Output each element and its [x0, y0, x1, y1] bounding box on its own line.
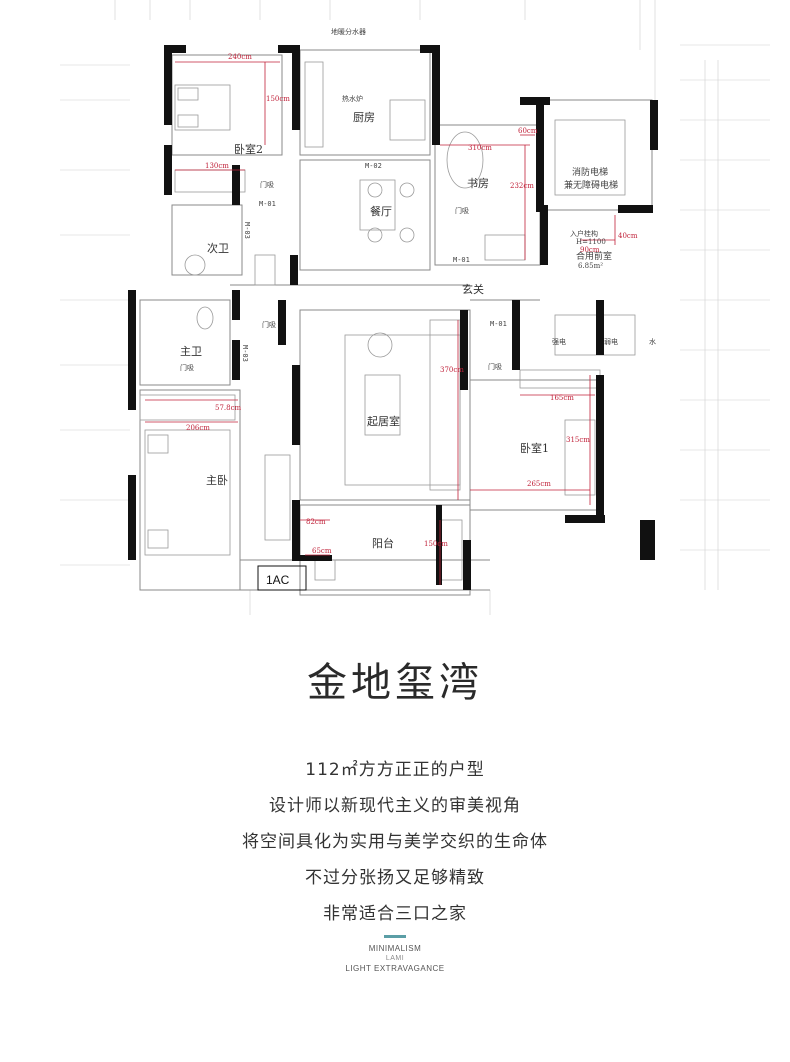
label-floor-heating: 地暖分水器 [331, 27, 366, 36]
label-entry-shaft-2: H=1100 [576, 238, 606, 246]
dim-150-a: 150cm [266, 95, 290, 103]
dim-240: 240cm [228, 53, 252, 61]
label-elevator-1: 消防电梯 [572, 166, 608, 178]
label-door-suction-1: 门吸 [260, 180, 274, 189]
footer-accent-bar [384, 935, 406, 938]
dim-370: 370cm [440, 366, 464, 374]
label-water: 水 [649, 337, 656, 346]
label-living: 起居室 [367, 414, 400, 428]
label-elevator-2: 兼无障碍电梯 [564, 179, 618, 191]
dim-315: 315cm [566, 436, 590, 444]
dim-130: 130cm [205, 162, 229, 170]
label-entrance: 玄关 [462, 282, 484, 296]
furniture [139, 61, 636, 581]
page-title: 金地玺湾 [307, 660, 483, 706]
dim-82: 82cm [306, 518, 326, 526]
label-bedroom1: 卧室1 [520, 441, 549, 455]
floor-plan: 卧室2 厨房 地暖分水器 热水炉 餐厅 书房 消防电梯 兼无障碍电梯 入户桂构 … [60, 0, 770, 615]
label-door-suction-3: 门吸 [180, 363, 194, 372]
door-tag-m01-c: M-01 [490, 320, 507, 328]
footer-brand: MINIMALISM LAMI LIGHT EXTRAVAGANCE [0, 935, 790, 974]
dim-60: 60cm [518, 127, 538, 135]
label-shared-front-room: 合用前室 [576, 250, 612, 262]
label-master-bedroom: 主卧 [206, 474, 228, 487]
dim-265: 265cm [527, 480, 551, 488]
label-strong-elec: 强电 [552, 337, 566, 346]
label-dining: 餐厅 [370, 204, 392, 218]
description-line: 设计师以新现代主义的审美视角 [269, 796, 521, 816]
label-second-bath: 次卫 [207, 241, 229, 255]
footer-line-minimalism: MINIMALISM [368, 944, 422, 953]
label-kitchen: 厨房 [353, 111, 375, 124]
label-study: 书房 [467, 177, 489, 190]
dim-206: 206cm [186, 424, 210, 432]
ac-unit-box [257, 565, 307, 591]
label-shared-front-room-area: 6.85m² [578, 262, 603, 270]
footer-line-light-extravagance: LIGHT EXTRAVAGANCE [345, 964, 445, 973]
label-entry-shaft-1: 入户桂构 [570, 229, 598, 238]
label-water-heater: 热水炉 [342, 94, 363, 103]
label-door-suction-4: 门吸 [488, 362, 502, 371]
axis-grid [60, 0, 770, 615]
label-balcony: 阳台 [372, 536, 394, 550]
dim-150-b: 150cm [424, 540, 448, 548]
description-line: 不过分张扬又足够精致 [305, 868, 485, 888]
dim-165: 165cm [550, 394, 574, 402]
label-door-suction-5: 门吸 [262, 320, 276, 329]
dim-310: 310cm [468, 144, 492, 152]
description-line: 将空间具化为实用与美学交织的生命体 [242, 832, 548, 852]
walls [128, 45, 658, 590]
door-tag-m03-b: M-03 [241, 345, 249, 362]
dim-65: 65cm [312, 547, 332, 555]
description-line: 非常适合三口之家 [323, 904, 467, 924]
label-door-suction-2: 门吸 [455, 206, 469, 215]
dim-57: 57.8cm [215, 404, 242, 412]
dim-90: 90cm [580, 246, 600, 254]
footer-line-lami: LAMI [385, 955, 405, 962]
dim-232: 232cm [510, 182, 534, 190]
label-bedroom2: 卧室2 [234, 142, 263, 156]
description-line: 112㎡方方正正的户型 [305, 760, 485, 780]
label-weak-elec: 弱电 [604, 337, 618, 346]
door-tag-m03-a: M-03 [243, 222, 251, 239]
door-tag-m01-b: M-01 [453, 256, 470, 264]
partition-lines [139, 49, 653, 596]
dimension-lines [145, 61, 616, 585]
ac-label: 1AC [266, 573, 290, 587]
description-block: 112㎡方方正正的户型 设计师以新现代主义的审美视角 将空间具化为实用与美学交织… [0, 752, 790, 932]
dim-40: 40cm [618, 232, 638, 240]
door-tag-m02: M-02 [365, 162, 382, 170]
label-master-bath: 主卫 [180, 345, 202, 358]
door-tag-m01-a: M-01 [259, 200, 276, 208]
